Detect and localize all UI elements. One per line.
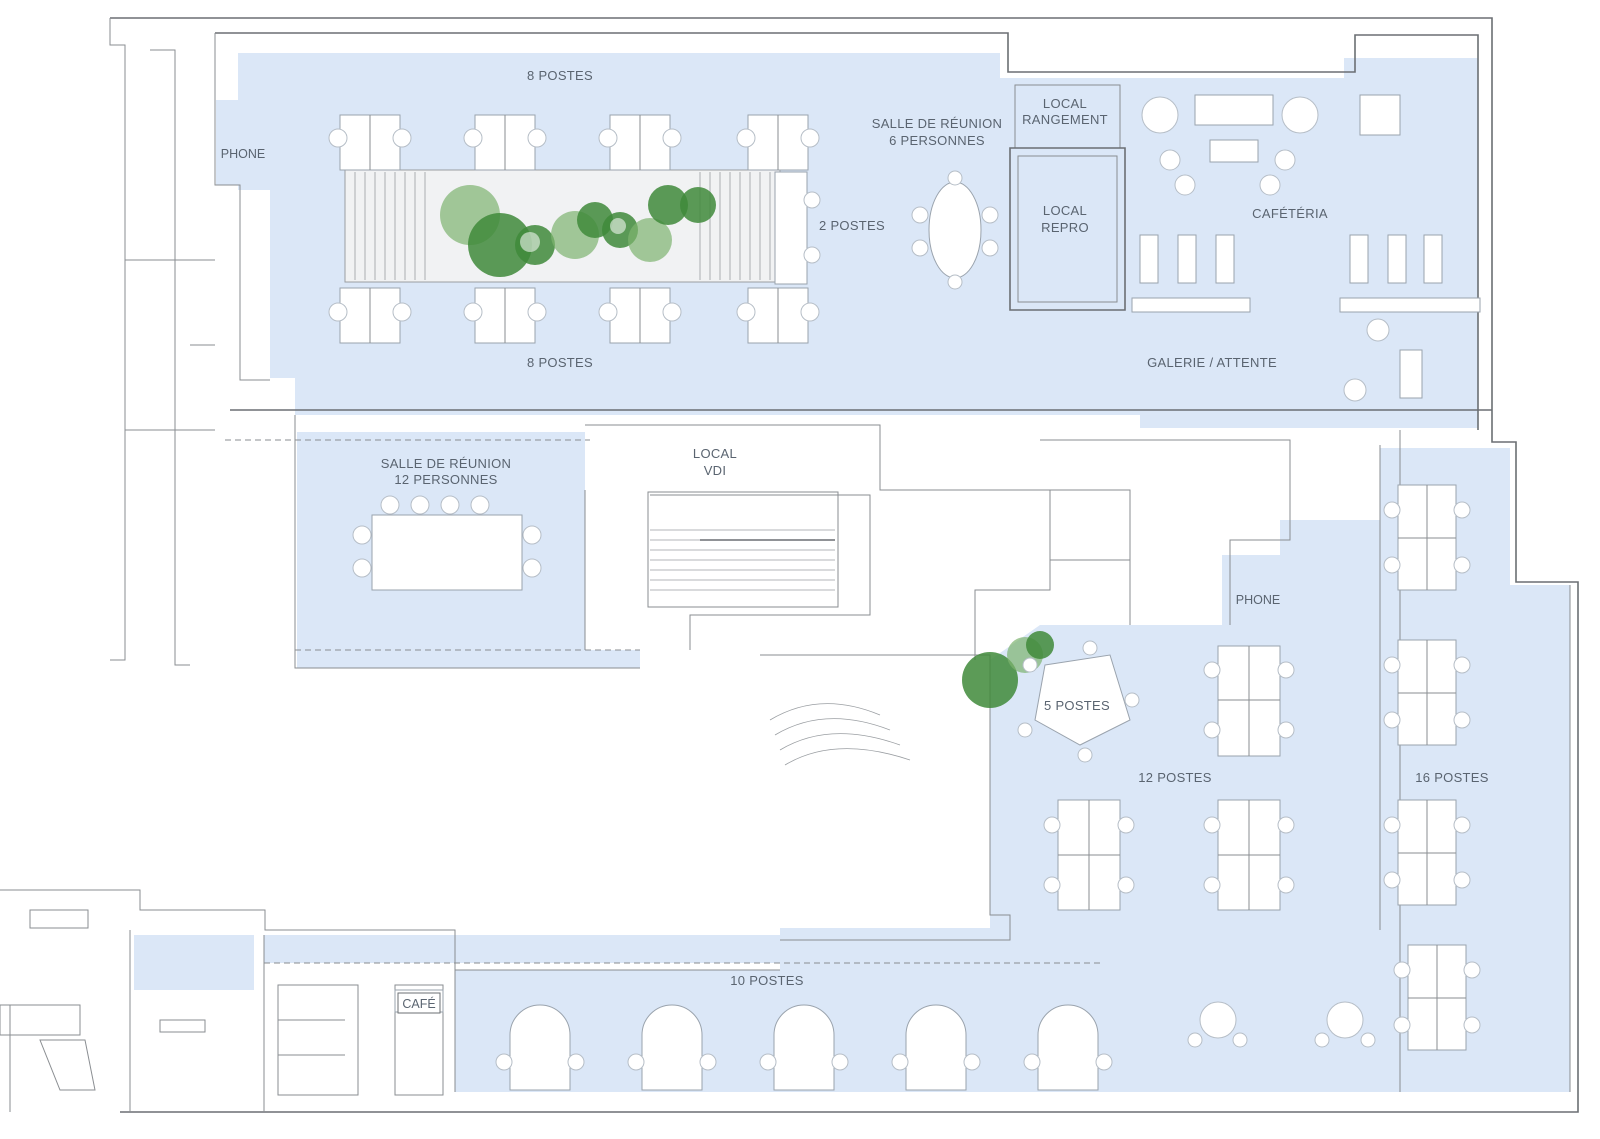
label-vdi-line1: LOCAL xyxy=(693,446,737,461)
zone-strip-bottom xyxy=(264,935,784,963)
inner-wall-top xyxy=(215,32,1479,430)
atrium-deck xyxy=(344,169,781,283)
zone-bottom-left xyxy=(134,935,254,990)
label-phone-right: PHONE xyxy=(1236,593,1280,607)
walls xyxy=(0,17,1579,1113)
desks-16 xyxy=(1383,484,1481,1051)
label-galerie: GALERIE / ATTENTE xyxy=(1147,355,1277,370)
label-repro-line1: LOCAL xyxy=(1043,203,1087,218)
meeting-table-6 xyxy=(911,170,999,290)
label-salle-6-line2: 6 PERSONNES xyxy=(889,133,985,148)
label-salle-12-line2: 12 PERSONNES xyxy=(394,472,497,487)
label-salle-6-line1: SALLE DE RÉUNION xyxy=(872,116,1003,131)
label-10-postes: 10 POSTES xyxy=(730,973,804,988)
atrium xyxy=(344,169,781,283)
label-repro-line2: REPRO xyxy=(1041,220,1089,235)
meeting-table-12 xyxy=(352,495,542,591)
zone-open-space-right xyxy=(455,448,1570,1092)
label-cafeteria: CAFÉTÉRIA xyxy=(1252,206,1328,221)
label-vdi-line2: VDI xyxy=(704,463,727,478)
desks-12 xyxy=(1043,645,1295,911)
central-core xyxy=(647,491,911,766)
label-rangement-line2: RANGEMENT xyxy=(1022,112,1108,127)
label-8-postes-bottom: 8 POSTES xyxy=(527,355,593,370)
plants-center xyxy=(962,631,1054,708)
label-16-postes: 16 POSTES xyxy=(1415,770,1489,785)
desks-5 xyxy=(1017,640,1140,763)
label-8-postes-top: 8 POSTES xyxy=(527,68,593,83)
room-labels: 8 POSTES 8 POSTES PHONE 2 POSTES SALLE D… xyxy=(221,68,1489,1014)
label-12-postes: 12 POSTES xyxy=(1138,770,1212,785)
label-phone-left: PHONE xyxy=(221,147,265,161)
cafeteria-furniture xyxy=(1131,94,1481,402)
label-cafe: CAFÉ xyxy=(402,996,435,1011)
zone-open-space-top xyxy=(238,53,1478,428)
outer-wall-top xyxy=(110,17,1579,1113)
label-2-postes: 2 POSTES xyxy=(819,218,885,233)
desks-10 xyxy=(495,1001,1376,1091)
label-rangement-line1: LOCAL xyxy=(1043,96,1087,111)
zones xyxy=(134,53,1570,1092)
zone-phone-left xyxy=(216,100,268,185)
label-salle-12-line1: SALLE DE RÉUNION xyxy=(381,456,512,471)
desks-top xyxy=(328,114,821,344)
label-5-postes: 5 POSTES xyxy=(1044,698,1110,713)
